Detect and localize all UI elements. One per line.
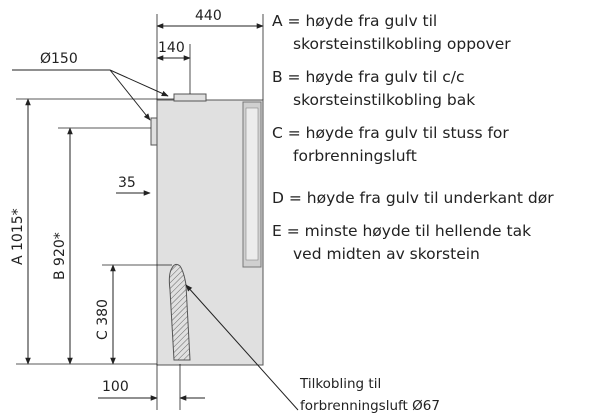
legend-A-line1: A = høyde fra gulv til (272, 12, 437, 30)
legend-C-line1: C = høyde fra gulv til stuss for (272, 124, 509, 142)
air-inlet-leader: Tilkobling til forbrenningsluft Ø67 (185, 284, 440, 414)
door-glass (245, 107, 259, 261)
dimension-height-C: C 380 (95, 264, 172, 365)
legend-B-line1: B = høyde fra gulv til c/c (272, 68, 464, 86)
label-base-100: 100 (102, 379, 129, 395)
label-flue-diameter: Ø150 (40, 51, 78, 67)
legend: A = høyde fra gulv til skorsteinstilkobl… (272, 12, 554, 263)
legend-C-line2: forbrenningsluft (293, 147, 417, 165)
label-height-B: B 920* (52, 232, 68, 280)
flue-diameter-leader: Ø150 (12, 51, 169, 121)
legend-D-line1: D = høyde fra gulv til underkant dør (272, 189, 554, 207)
air-inlet-note-line1: Tilkobling til (299, 376, 381, 392)
label-height-C: C 380 (95, 299, 111, 340)
dimension-base-100: 100 (98, 364, 205, 410)
legend-E-line1: E = minste høyde til hellende tak (272, 222, 531, 240)
dimension-offset-35: 35 (116, 175, 151, 196)
flue-collar-top (173, 93, 207, 102)
rear-flue-outlet (150, 117, 158, 146)
dimension-height-A: A 1015* (10, 98, 174, 365)
label-140: 140 (158, 40, 185, 56)
label-height-A: A 1015* (10, 208, 26, 265)
label-440: 440 (195, 8, 222, 24)
stove-drawing (150, 93, 264, 366)
dimension-height-B: B 920* (52, 127, 151, 365)
label-offset-35: 35 (118, 175, 136, 191)
dimension-width-140: 140 (156, 40, 191, 94)
combustion-air-hose (168, 263, 191, 361)
air-inlet-note-line2: forbrenningsluft Ø67 (300, 398, 440, 414)
legend-A-line2: skorsteinstilkobling oppover (293, 35, 511, 53)
dimension-width-440: 440 (156, 8, 264, 100)
legend-E-line2: ved midten av skorstein (293, 245, 480, 263)
legend-B-line2: skorsteinstilkobling bak (293, 91, 475, 109)
